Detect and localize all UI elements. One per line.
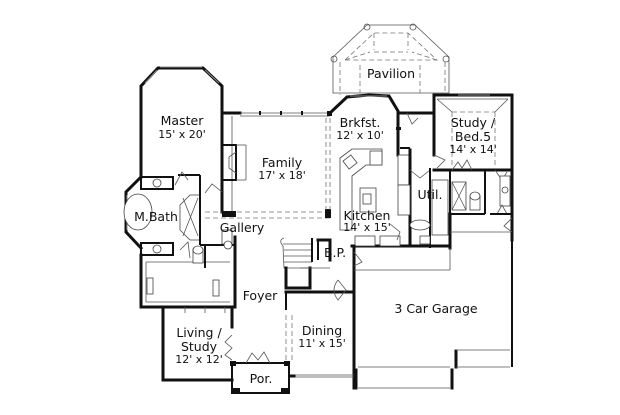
kitchen-size: 14' x 15'	[343, 221, 391, 234]
family-size: 17' x 18'	[258, 169, 306, 182]
study-bed5-label: Study /	[451, 115, 496, 130]
family-walls	[205, 111, 332, 219]
foyer-label: Foyer	[243, 288, 278, 303]
util-label: Util.	[418, 187, 443, 202]
m-bath-label: M.Bath	[134, 209, 178, 224]
kitchen-walls	[339, 128, 452, 250]
living-study-walls	[161, 305, 234, 382]
study-bed5-size: 14' x 14'	[449, 143, 497, 156]
porch-walls	[230, 351, 290, 394]
pavilion-structure	[330, 23, 450, 95]
master-size: 15' x 20'	[158, 128, 206, 141]
dining-size: 11' x 15'	[298, 337, 346, 350]
gallery-label: Gallery	[220, 220, 265, 235]
study-walls	[432, 93, 514, 242]
brkfst-label: Brkfst.	[340, 115, 381, 130]
stairs-bp	[280, 237, 354, 310]
living-study-size: 12' x 12'	[175, 353, 223, 366]
mbath-walls	[123, 171, 223, 256]
kitchen-label: Kitchen	[344, 208, 391, 223]
brkfst-walls	[327, 93, 436, 149]
master-walls	[139, 66, 224, 179]
brkfst-size: 12' x 10'	[336, 129, 384, 142]
family-label: Family	[262, 155, 303, 170]
master-closet	[139, 229, 237, 309]
dining-label: Dining	[302, 323, 342, 338]
room-labels: Master 15' x 20' Family 17' x 18' Pavili…	[134, 66, 497, 386]
bp-label: B.P.	[324, 245, 346, 260]
living-study-label-2: Study	[181, 339, 218, 354]
living-study-label: Living /	[176, 325, 222, 340]
pavilion-label: Pavilion	[367, 66, 415, 81]
garage-walls	[352, 217, 513, 390]
master-label: Master	[161, 113, 205, 128]
study-bed5-label-2: Bed.5	[455, 129, 491, 144]
garage-label: 3 Car Garage	[394, 301, 478, 316]
dining-walls	[285, 315, 354, 378]
study-bath	[449, 170, 512, 215]
porch-label: Por.	[250, 371, 273, 386]
